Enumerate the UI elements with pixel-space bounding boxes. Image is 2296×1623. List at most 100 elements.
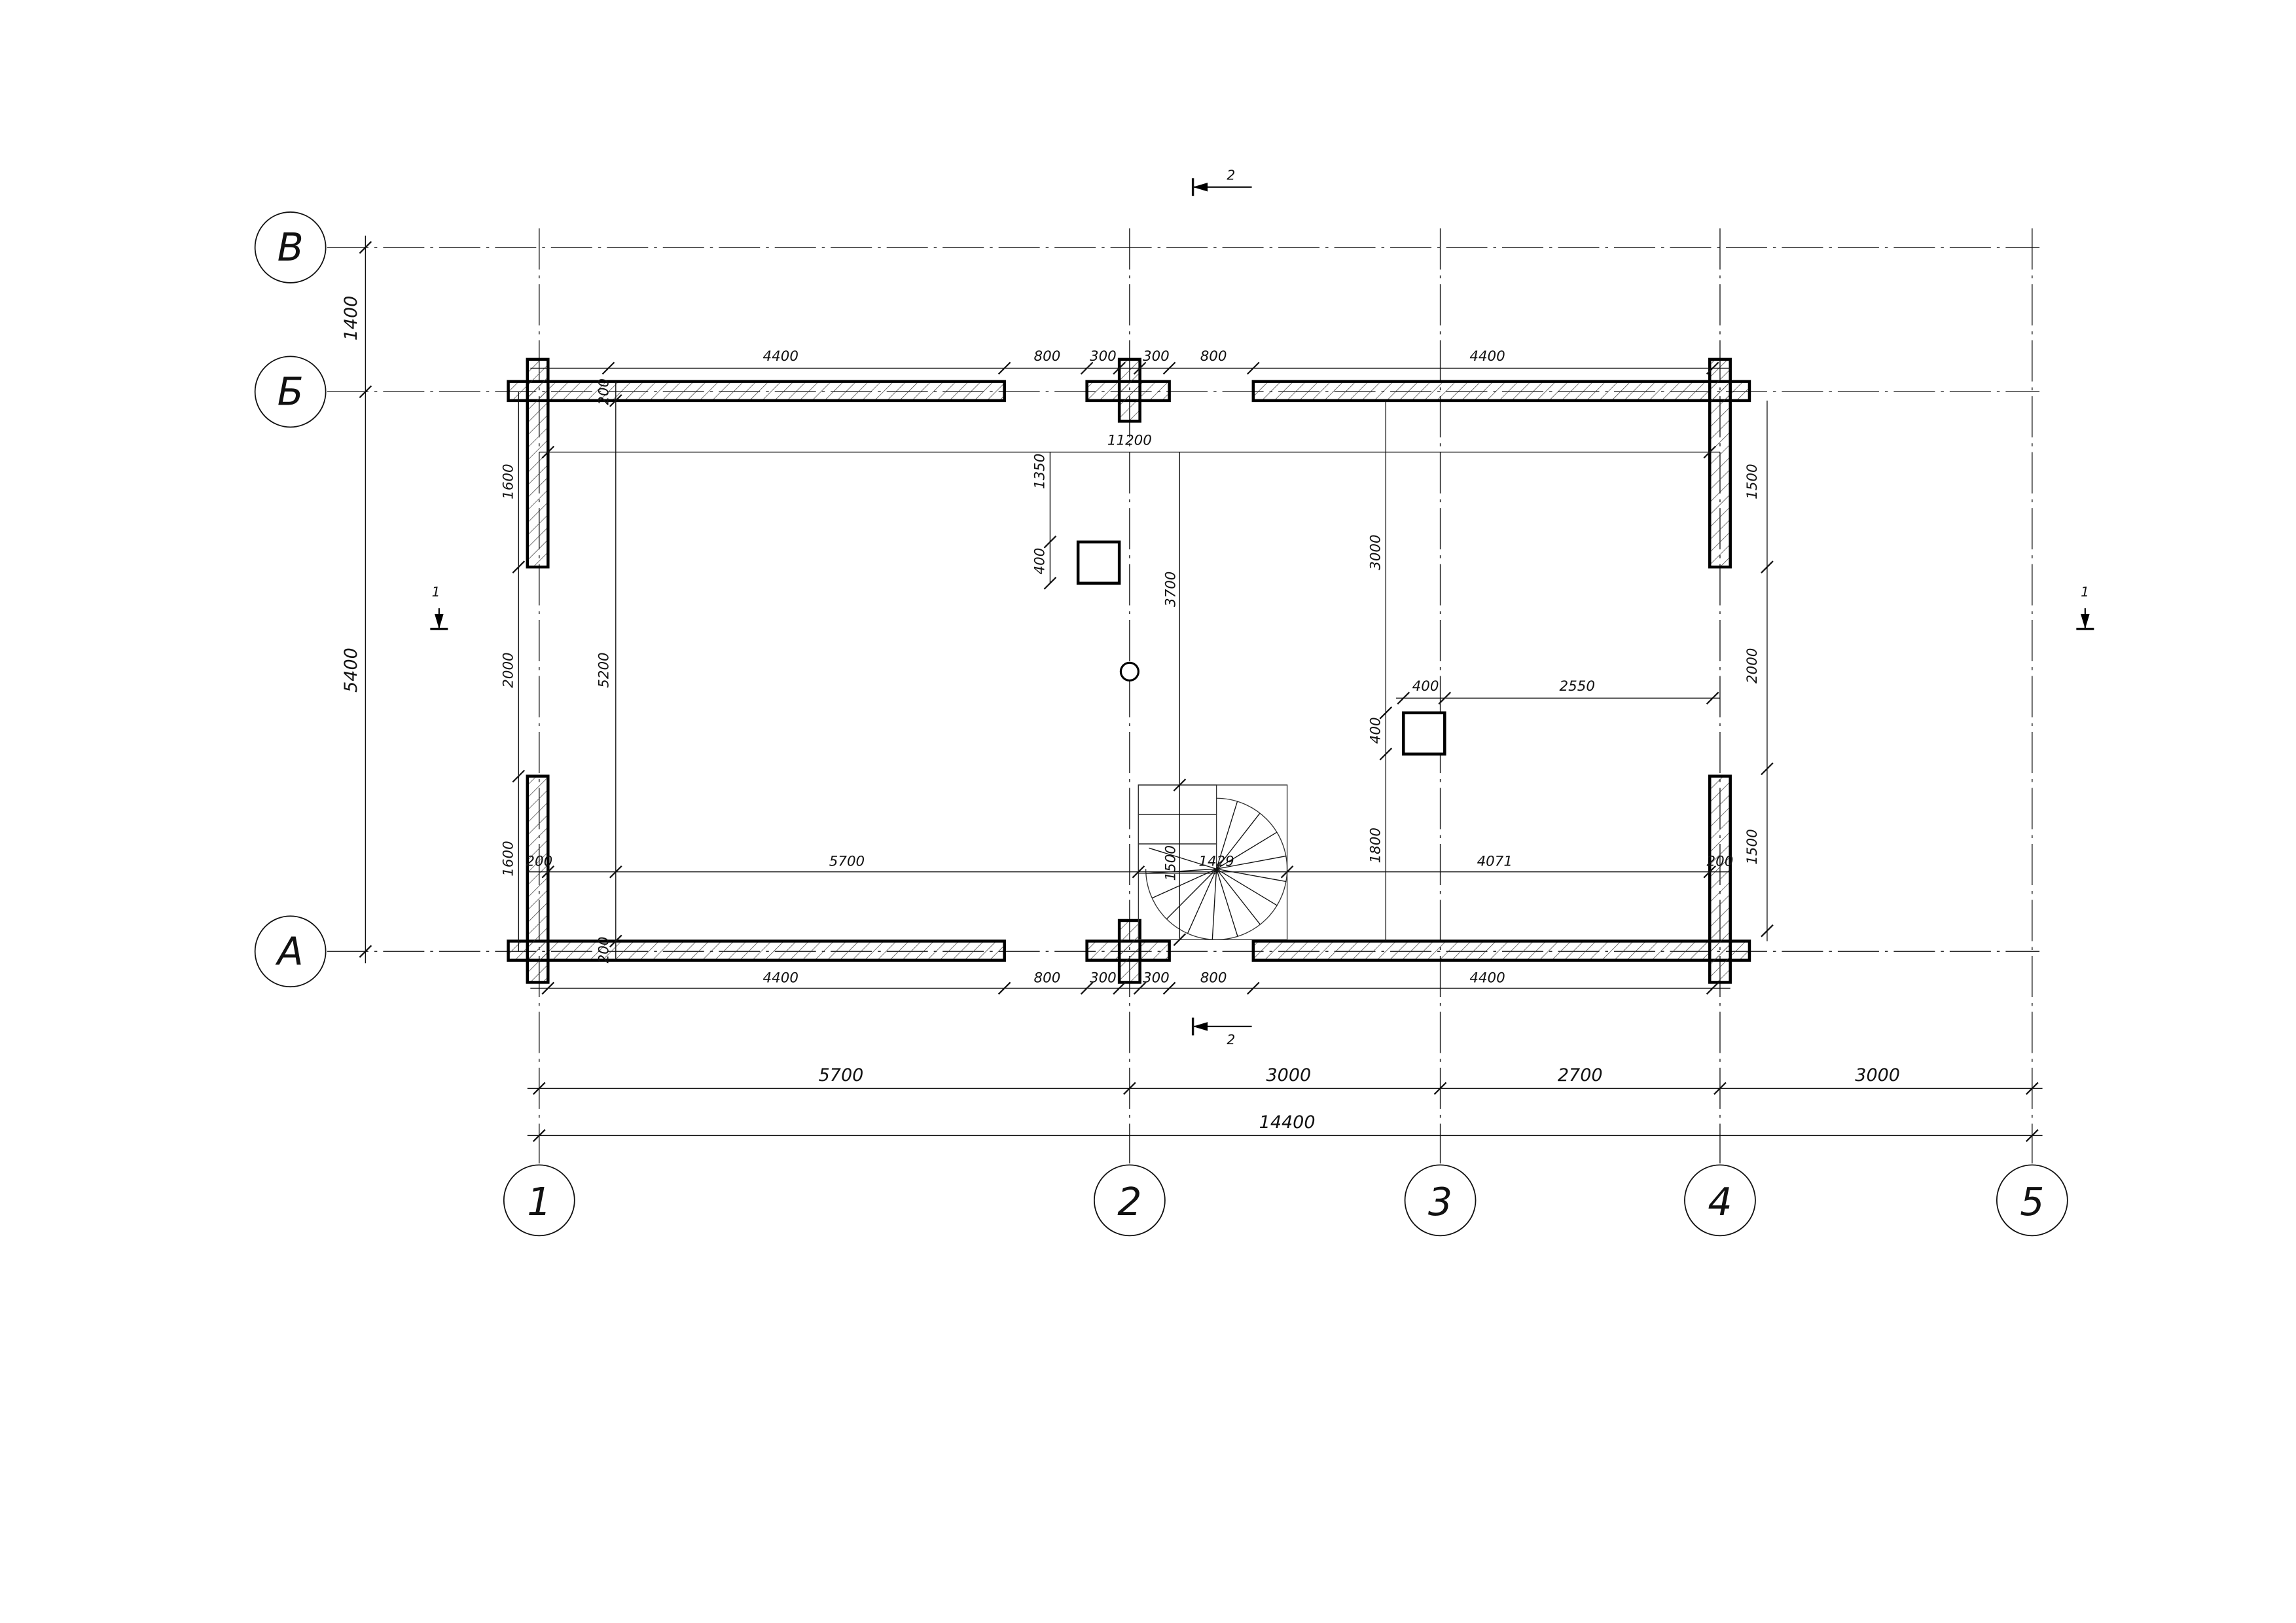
spiral-stair-step <box>1149 847 1217 869</box>
dim-text: 800 <box>1034 970 1061 986</box>
dim-text: 1500 <box>1744 829 1761 864</box>
dimension-tick <box>601 361 615 375</box>
dimension-tick <box>1706 691 1719 705</box>
dimension-tick <box>541 981 555 995</box>
axis-col-5: 5 <box>2020 1180 2044 1224</box>
axis-col-2: 2 <box>1117 1180 1141 1224</box>
axis-row-v: В <box>278 225 304 270</box>
dim-text: 200 <box>526 854 552 870</box>
dimension-tick <box>1080 981 1094 995</box>
dimension-tick <box>1173 933 1187 947</box>
spiral-stair-step <box>1166 868 1217 920</box>
dimension-tick <box>1379 747 1393 761</box>
dim-text: 2000 <box>500 652 516 687</box>
dimension-tick <box>997 981 1011 995</box>
stair-tread <box>1138 784 1217 815</box>
dimension-tick <box>1703 865 1716 879</box>
section-arrow-icon <box>2081 614 2090 629</box>
spiral-stair-step <box>1215 869 1238 937</box>
wall-segment <box>1708 357 1732 569</box>
dim-text: 11200 <box>1107 432 1152 448</box>
dim-text: 4400 <box>763 348 798 365</box>
dim-text: 1350 <box>1031 454 1048 489</box>
wall-segment <box>526 775 550 984</box>
spiral-stair-step <box>1187 868 1217 934</box>
dim-text: 2000 <box>1744 648 1761 684</box>
dimension-tick <box>1761 762 1774 776</box>
section-arrow-icon <box>1193 1022 1208 1031</box>
dim-text: 3000 <box>1855 1065 1900 1085</box>
spiral-stair-step <box>1216 831 1278 869</box>
axis-row-b: Б <box>278 370 304 414</box>
axis-bubble <box>1404 1164 1477 1237</box>
dimension-tick <box>1397 691 1410 705</box>
dimension-tick <box>1133 981 1147 995</box>
dim-text: 200 <box>1707 854 1734 870</box>
dim-text: 300 <box>1143 348 1170 365</box>
dim-text: 800 <box>1200 970 1227 986</box>
axis-bubble <box>503 1164 575 1237</box>
dimension-tick <box>1113 361 1126 375</box>
dim-text: 1500 <box>1163 845 1179 881</box>
axis-col-1: 1 <box>527 1180 551 1224</box>
dim-text: 3000 <box>1367 534 1384 570</box>
dimension-tick <box>2026 1129 2039 1142</box>
section-mark-right: 1 <box>2081 584 2089 600</box>
dimension-tick <box>1706 981 1719 995</box>
wall-segment <box>526 357 550 569</box>
dim-text: 1429 <box>1198 854 1234 870</box>
round-post <box>1119 661 1139 682</box>
section-marks: 2 2 1 1 <box>432 167 2089 1047</box>
dim-text: 400 <box>1412 678 1439 695</box>
dim-text: 5200 <box>596 652 613 687</box>
wall-segment <box>1117 919 1141 984</box>
dimension-tick <box>533 1129 546 1142</box>
spiral-stair-step <box>1216 855 1286 869</box>
column <box>1402 711 1446 756</box>
wall-segment <box>507 939 1006 962</box>
axis-bubble <box>1996 1164 2068 1237</box>
dim-text: 300 <box>1090 970 1117 986</box>
dim-text: 200 <box>596 378 613 405</box>
dimension-tick <box>1280 865 1294 879</box>
axis-bubble <box>254 211 327 283</box>
dimension-tick <box>609 934 622 948</box>
dimension-tick <box>609 394 622 407</box>
dimension-tick <box>512 560 526 574</box>
dimension-tick <box>541 865 555 879</box>
dimension-tick <box>1761 924 1774 938</box>
wall-segment <box>507 380 1006 403</box>
axis-col-3: 3 <box>1428 1180 1452 1224</box>
axis-bubble <box>254 915 327 988</box>
dimension-tick <box>1173 778 1187 792</box>
dimension-tick <box>359 241 372 254</box>
dim-text: 5400 <box>341 647 361 693</box>
dimension-tick <box>1162 981 1176 995</box>
dimension-tick <box>1247 361 1260 375</box>
dim-text: 3000 <box>1266 1065 1311 1085</box>
spiral-stair-step <box>1216 868 1261 925</box>
dimension-tick <box>1438 691 1452 705</box>
dimension-tick <box>1162 361 1176 375</box>
axis-bubble <box>1093 1164 1166 1237</box>
dim-text: 400 <box>1367 717 1384 744</box>
dim-text: 300 <box>1143 970 1170 986</box>
section-mark-left: 1 <box>432 584 440 600</box>
axis-bubble <box>254 356 327 428</box>
axis-row-a: А <box>275 929 304 974</box>
wall-segment <box>1251 380 1751 403</box>
dim-text: 3700 <box>1163 572 1179 607</box>
dim-text: 4400 <box>1469 348 1505 365</box>
dimension-tick <box>1043 536 1057 549</box>
spiral-stair-step <box>1216 868 1278 906</box>
axis-labels: В Б А 1 2 3 4 5 <box>275 225 2045 1224</box>
plan-geometry <box>254 178 2094 1237</box>
spiral-stair-outline <box>1145 797 1288 940</box>
section-arrow-icon <box>1193 182 1208 192</box>
dim-text: 1600 <box>500 841 516 876</box>
dimension-tick <box>997 361 1011 375</box>
dimension-tick <box>1761 560 1774 574</box>
dim-text: 1800 <box>1367 828 1384 863</box>
dim-text: 14400 <box>1259 1112 1316 1133</box>
